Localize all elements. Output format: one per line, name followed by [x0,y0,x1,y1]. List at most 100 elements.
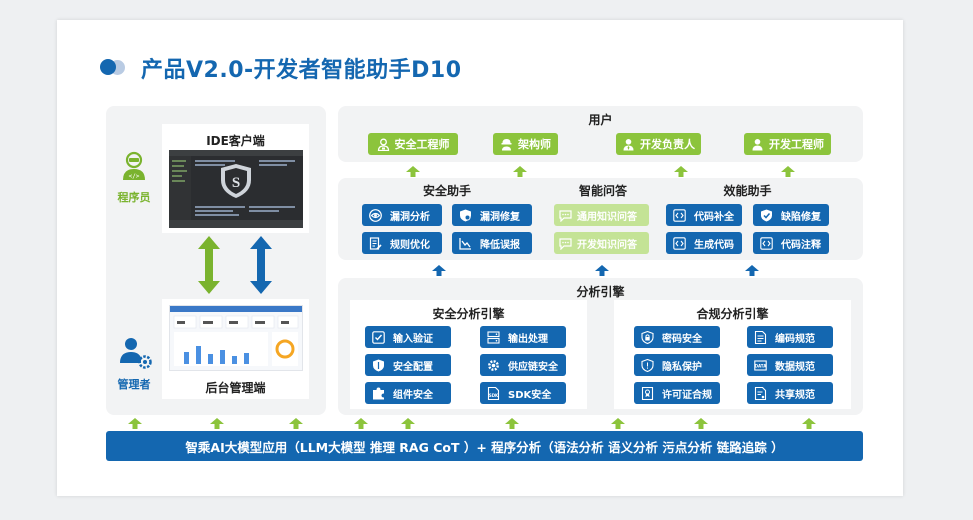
user-developer[interactable]: 开发工程师 [744,133,831,155]
certificate-icon [641,386,654,400]
button-label: 规则优化 [390,239,430,251]
code-completion-button[interactable]: 代码补全 [666,204,742,226]
person-icon [751,138,764,151]
ide-screenshot: S [169,150,303,228]
efficiency-assistant-title: 效能助手 [723,184,772,198]
programmer-icon: </> [121,151,147,185]
data-icon: DATA [754,359,767,372]
button-label: 组件安全 [393,389,433,401]
qa-assistant-title: 智能问答 [578,184,627,198]
programmer-label: 程序员 [117,191,151,204]
person-tie-icon [622,138,635,151]
person-badge-icon [377,138,390,151]
shield-icon [372,359,385,372]
svg-text:SDK: SDK [489,393,499,398]
coding-standard-button[interactable]: 编码规范 [747,326,833,348]
chart-down-icon [459,237,472,250]
button-label: 安全配置 [393,361,433,373]
button-label: 通用知识问答 [577,211,637,223]
component-security-button[interactable]: 组件安全 [365,382,451,404]
supply-chain-button[interactable]: 供应链安全 [480,354,566,376]
button-label: 生成代码 [694,239,734,251]
arrow-up-icon [674,166,688,177]
check-square-icon [372,330,385,344]
button-label: 编码规范 [775,333,815,345]
user-label: 安全工程师 [394,138,450,151]
title-bullet-icon [100,59,130,77]
button-label: 漏洞修复 [480,211,520,223]
code-icon [673,208,686,222]
arrow-up-icon [289,418,303,429]
button-label: 输入验证 [393,333,433,345]
arrow-up-icon [611,418,625,429]
generate-code-button[interactable]: 生成代码 [666,232,742,254]
share-doc-icon [754,386,767,400]
input-validation-button[interactable]: 输入验证 [365,326,451,348]
sdk-file-icon: SDK [487,386,500,400]
arrow-up-icon [694,418,708,429]
vuln-fix-button[interactable]: 漏洞修复 [452,204,532,226]
button-label: 密码安全 [662,333,702,345]
sdk-security-button[interactable]: SDK SDK安全 [480,382,566,404]
user-dev-lead[interactable]: 开发负责人 [616,133,701,155]
defect-fix-button[interactable]: 缺陷修复 [753,204,829,226]
arrow-up-icon [505,418,519,429]
compliance-engine-title: 合规分析引擎 [696,307,769,321]
password-security-button[interactable]: 密码安全 [634,326,720,348]
server-icon [487,330,500,344]
slide: 产品V2.0-开发者智能助手D10 IDE客户端 S </> 程序员 [57,20,903,496]
gear-icon [487,359,500,372]
shield-check-icon [760,209,773,222]
sync-arrow-down-up-blue [250,236,272,298]
document-icon [754,330,767,344]
arrow-up-icon [354,418,368,429]
arrow-up-icon [513,166,527,177]
arrow-up-icon [595,265,609,276]
license-compliance-button[interactable]: 许可证合规 [634,382,720,404]
arrow-up-icon [432,265,446,276]
user-security-engineer[interactable]: 安全工程师 [368,133,458,155]
button-label: 隐私保护 [662,361,702,373]
arrow-up-icon [802,418,816,429]
chat-icon [559,237,572,250]
button-label: SDK安全 [508,389,552,401]
button-label: 代码补全 [694,211,734,223]
engines-title: 分析引擎 [576,285,625,299]
privacy-protection-button[interactable]: 隐私保护 [634,354,720,376]
button-label: 许可证合规 [662,389,712,401]
data-standard-button[interactable]: DATA 数据规范 [747,354,833,376]
code-icon [673,236,686,250]
security-engine-title: 安全分析引擎 [432,307,505,321]
foundation-bar: 智乘AI大模型应用（LLM大模型 推理 RAG CoT ）+ 程序分析（语法分析… [106,431,863,461]
security-config-button[interactable]: 安全配置 [365,354,451,376]
admin-client-label: 后台管理端 [205,381,266,395]
arrow-up-icon [745,265,759,276]
reduce-false-positive-button[interactable]: 降低误报 [452,232,532,254]
vuln-analysis-button[interactable]: 漏洞分析 [362,204,442,226]
sync-arrow-down-up-green [198,236,220,298]
general-qa-button[interactable]: 通用知识问答 [554,204,649,226]
user-architect[interactable]: 架构师 [493,133,558,155]
users-title: 用户 [588,113,613,127]
manager-label: 管理者 [117,378,151,391]
rule-optimize-button[interactable]: 规则优化 [362,232,442,254]
button-label: 代码注释 [781,239,821,251]
puzzle-icon [372,387,385,400]
code-comment-button[interactable]: 代码注释 [753,232,829,254]
arrow-up-icon [128,418,142,429]
hardhat-person-icon [500,138,513,151]
ide-client-label: IDE客户端 [206,134,265,148]
user-label: 架构师 [518,138,551,151]
admin-screenshot [169,305,303,371]
dev-qa-button[interactable]: 开发知识问答 [554,232,649,254]
chat-icon [559,209,572,222]
svg-text:DATA: DATA [755,363,767,368]
sharing-standard-button[interactable]: 共享规范 [747,382,833,404]
security-assistant-title: 安全助手 [422,184,471,198]
svg-text:S: S [232,175,240,191]
manager-icon [119,337,153,373]
document-edit-icon [369,236,382,250]
output-handling-button[interactable]: 输出处理 [480,326,566,348]
button-label: 漏洞分析 [390,211,430,223]
button-label: 共享规范 [775,389,815,401]
